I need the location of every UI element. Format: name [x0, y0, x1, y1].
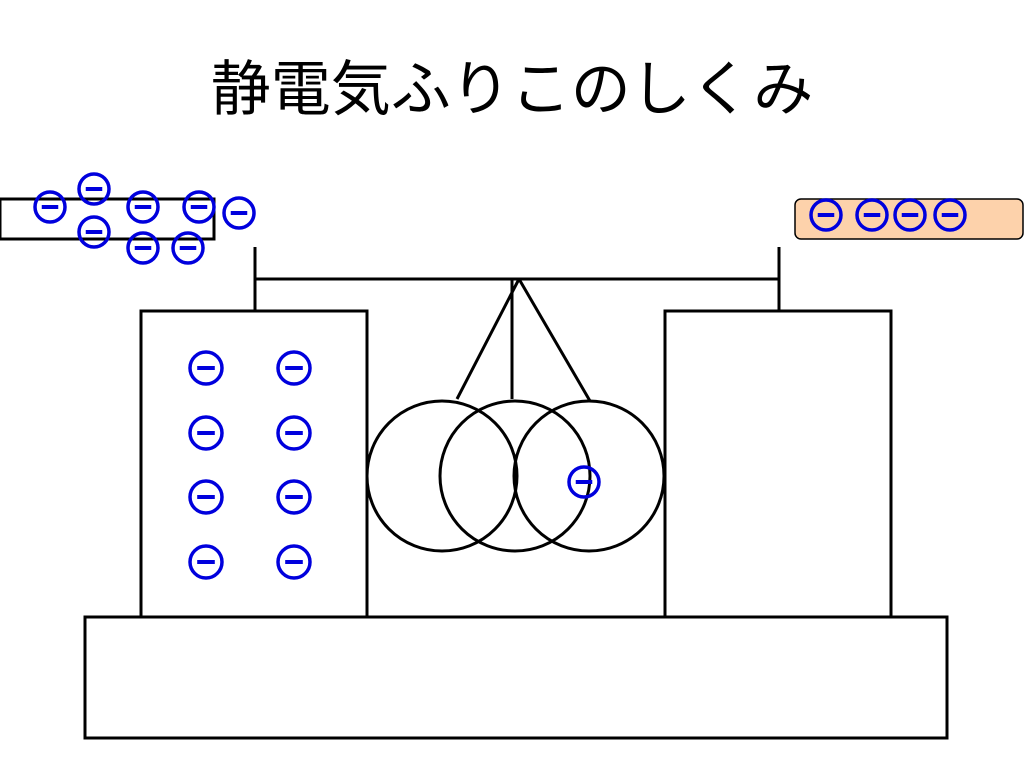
right-plate — [663, 309, 893, 619]
string-right — [517, 278, 592, 402]
negative-charge-icon — [933, 198, 967, 232]
negative-charge-icon — [855, 198, 889, 232]
negative-charge-icon — [188, 479, 224, 515]
negative-charge-icon — [893, 198, 927, 232]
negative-charge-icon — [276, 350, 312, 386]
negative-charge-icon — [276, 415, 312, 451]
string-left — [455, 278, 521, 400]
ball-charges — [567, 465, 601, 499]
left-plate-charges — [188, 350, 312, 580]
negative-charge-icon — [171, 231, 205, 265]
pendulum-ball-center — [438, 399, 592, 553]
pendulum-ball-right — [512, 399, 666, 553]
slide-title: 静電気ふりこのしくみ — [210, 55, 814, 125]
negative-charge-icon — [33, 190, 67, 224]
negative-charge-icon — [182, 190, 216, 224]
negative-charge-icon — [188, 350, 224, 386]
negative-charge-icon — [809, 198, 843, 232]
negative-charge-icon — [77, 172, 111, 206]
negative-charge-icon — [188, 544, 224, 580]
pendulum-ball-left — [365, 399, 519, 553]
negative-charge-icon — [77, 215, 111, 249]
negative-charge-icon — [222, 196, 256, 230]
negative-charge-icon — [276, 544, 312, 580]
negative-charge-icon — [276, 479, 312, 515]
base-block — [83, 615, 949, 740]
negative-charge-icon — [126, 231, 160, 265]
negative-charge-icon — [567, 465, 601, 499]
left-rod-charges — [33, 172, 256, 265]
right-rod-charges — [809, 198, 967, 232]
negative-charge-icon — [126, 190, 160, 224]
right-rod — [794, 198, 1024, 240]
negative-charge-icon — [188, 415, 224, 451]
left-plate — [139, 309, 369, 619]
